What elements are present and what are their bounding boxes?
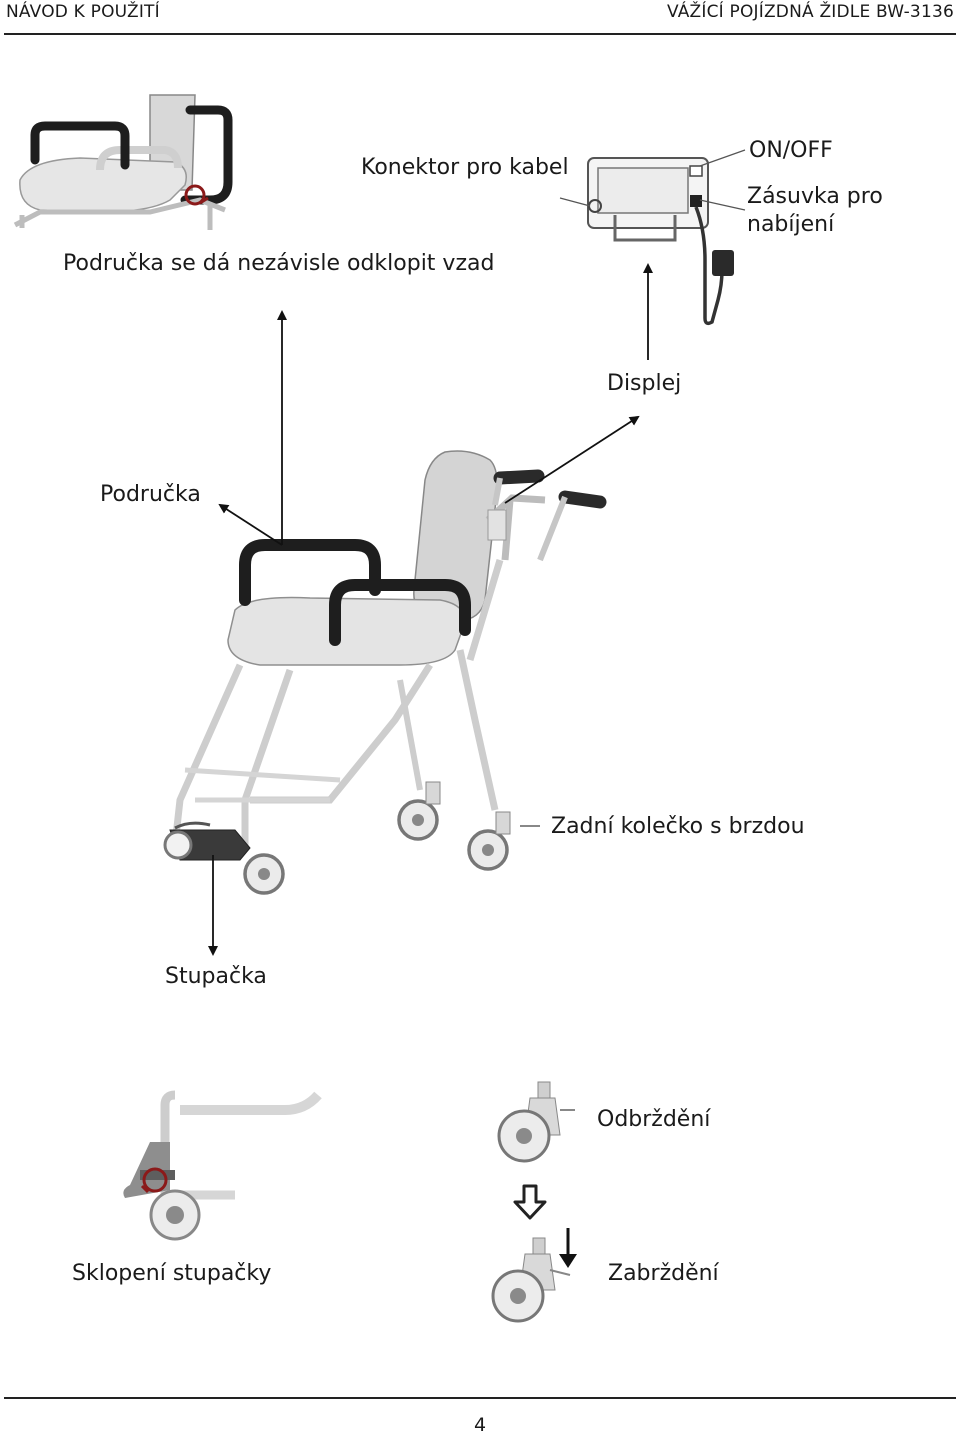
label-cable-connector: Konektor pro kabel <box>361 155 569 180</box>
label-footrest: Stupačka <box>165 964 267 989</box>
footrest-fold-illustration <box>123 1090 322 1241</box>
label-release-brake: Odbrždění <box>597 1107 711 1132</box>
brake-illustration <box>491 1081 577 1323</box>
label-rear-wheel-brake: Zadní kolečko s brzdou <box>551 814 805 839</box>
wheelchair-illustration <box>163 450 607 895</box>
label-armrest-fold: Područka se dá nezávisle odklopit vzad <box>63 251 495 276</box>
header-right-title: VÁŽÍCÍ POJÍZDNÁ ŽIDLE BW-3136 <box>666 2 954 22</box>
label-armrest: Područka <box>100 482 201 507</box>
label-footrest-fold: Sklopení stupačky <box>72 1261 272 1286</box>
label-on-off: ON/OFF <box>749 138 833 163</box>
label-charging-socket-line1: Zásuvka pro <box>747 184 883 209</box>
leader-lines <box>208 263 653 956</box>
label-display: Displej <box>607 371 682 396</box>
page-number: 4 <box>473 1414 487 1436</box>
header-left-title: NÁVOD K POUŽITÍ <box>6 2 160 22</box>
label-charging-socket-line2: nabíjení <box>747 212 835 237</box>
footer-divider <box>4 1397 956 1399</box>
display-unit-illustration <box>559 149 746 326</box>
label-apply-brake: Zabrždění <box>608 1261 719 1286</box>
header-divider <box>4 33 956 35</box>
armrest-fold-illustration <box>13 94 233 230</box>
